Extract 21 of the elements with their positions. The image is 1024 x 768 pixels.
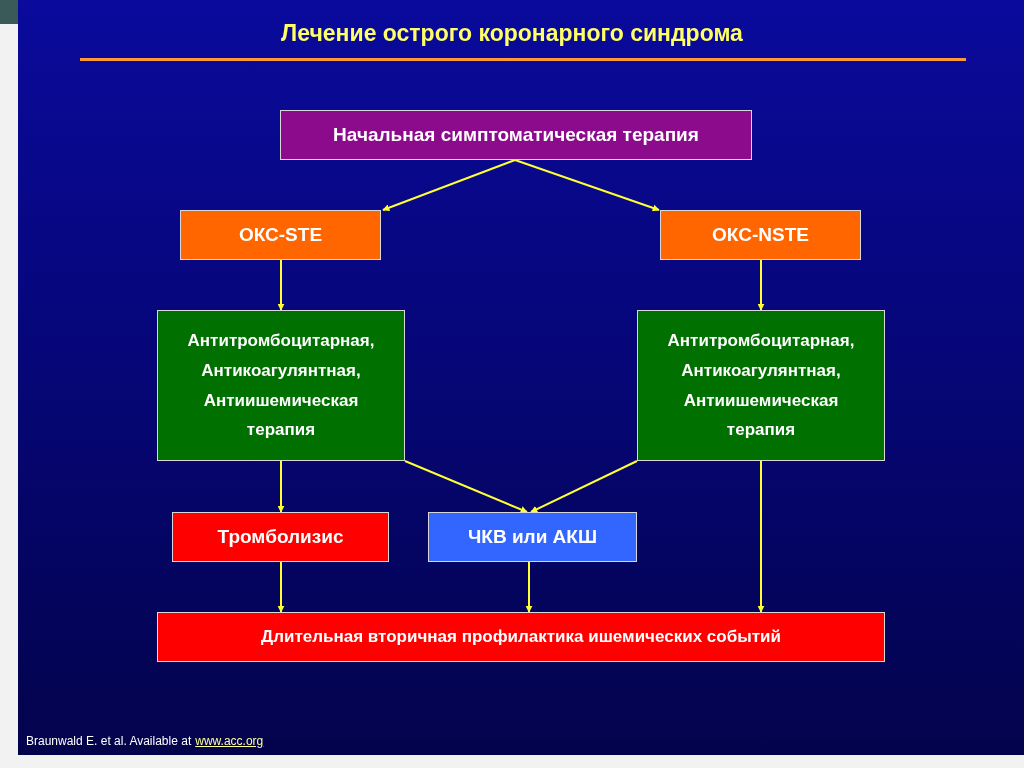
flow-box: Тромболизис (172, 512, 389, 562)
arrow (277, 460, 285, 513)
arrow (757, 259, 765, 311)
flow-box: Антитромбоцитарная, Антикоагулянтная, Антиишемическая терапия (157, 310, 405, 461)
flow-box: Начальная симптоматическая терапия (280, 110, 752, 160)
arrow (525, 561, 533, 613)
arrow (277, 259, 285, 311)
flow-box: ЧКВ или АКШ (428, 512, 637, 562)
arrow (530, 460, 638, 513)
slide-title: Лечение острого коронарного синдрома (280, 20, 744, 47)
flow-box: Длительная вторичная профилактика ишемических событий (157, 612, 885, 662)
arrow (404, 460, 528, 513)
arrow (514, 159, 660, 212)
citation-text: Braunwald E. et al. Available at (26, 734, 192, 748)
citation-link: www.acc.org (195, 734, 264, 748)
arrow (757, 460, 765, 613)
flow-box: ОКС-STE (180, 210, 381, 260)
arrow (382, 159, 516, 212)
flow-box: Антитромбоцитарная, Антикоагулянтная, Антиишемическая терапия (637, 310, 885, 461)
flow-box: ОКС-NSTE (660, 210, 861, 260)
arrow (277, 561, 285, 613)
